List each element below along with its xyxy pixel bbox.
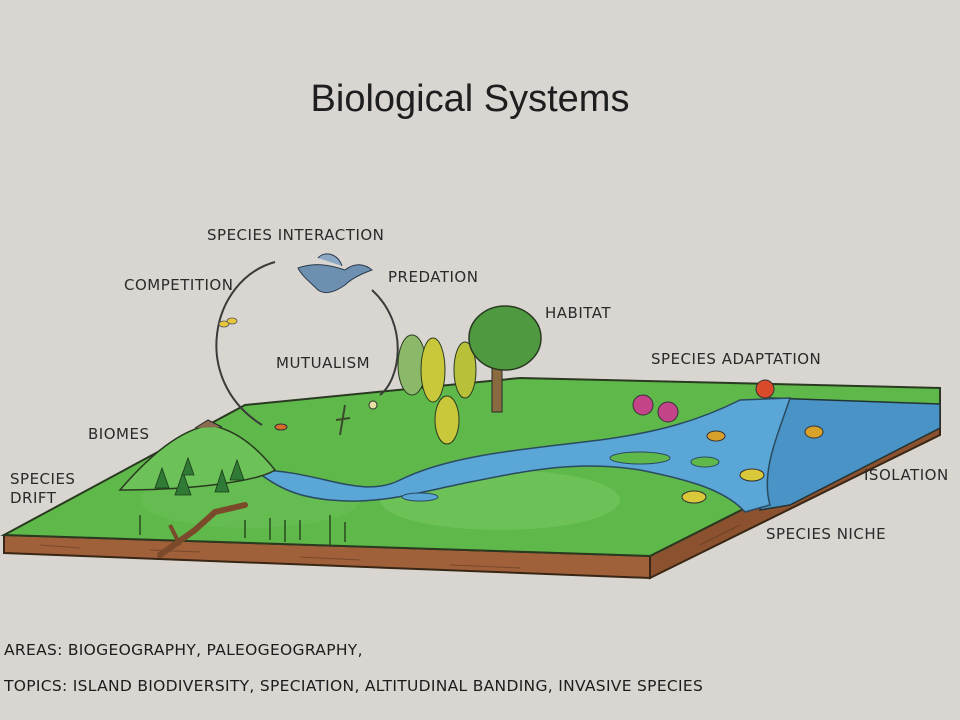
label-biomes: BIOMES — [88, 425, 150, 443]
butterfly-icon — [218, 317, 238, 328]
label-species-drift-line1: SPECIES — [10, 470, 76, 488]
label-species-interaction: SPECIES INTERACTION — [207, 226, 385, 244]
footer-topics: TOPICS: ISLAND BIODIVERSITY, SPECIATION,… — [4, 677, 704, 695]
footer-areas: AREAS: BIOGEOGRAPHY, PALEOGEOGRAPHY, — [4, 641, 363, 659]
label-species-drift-line2: DRIFT — [10, 489, 57, 507]
label-isolation: ISOLATION — [864, 466, 949, 484]
label-predation: PREDATION — [388, 268, 479, 286]
bird-icon — [297, 253, 373, 293]
label-species-adaptation: SPECIES ADAPTATION — [651, 350, 822, 368]
label-mutualism: MUTUALISM — [276, 354, 371, 372]
label-competition: COMPETITION — [124, 276, 234, 294]
page-title: Biological Systems — [310, 78, 630, 120]
interaction-arc — [215, 261, 399, 426]
label-habitat: HABITAT — [545, 304, 612, 322]
habitat-trees — [397, 305, 542, 445]
label-species-niche: SPECIES NICHE — [766, 525, 887, 543]
water-edge — [759, 397, 941, 511]
